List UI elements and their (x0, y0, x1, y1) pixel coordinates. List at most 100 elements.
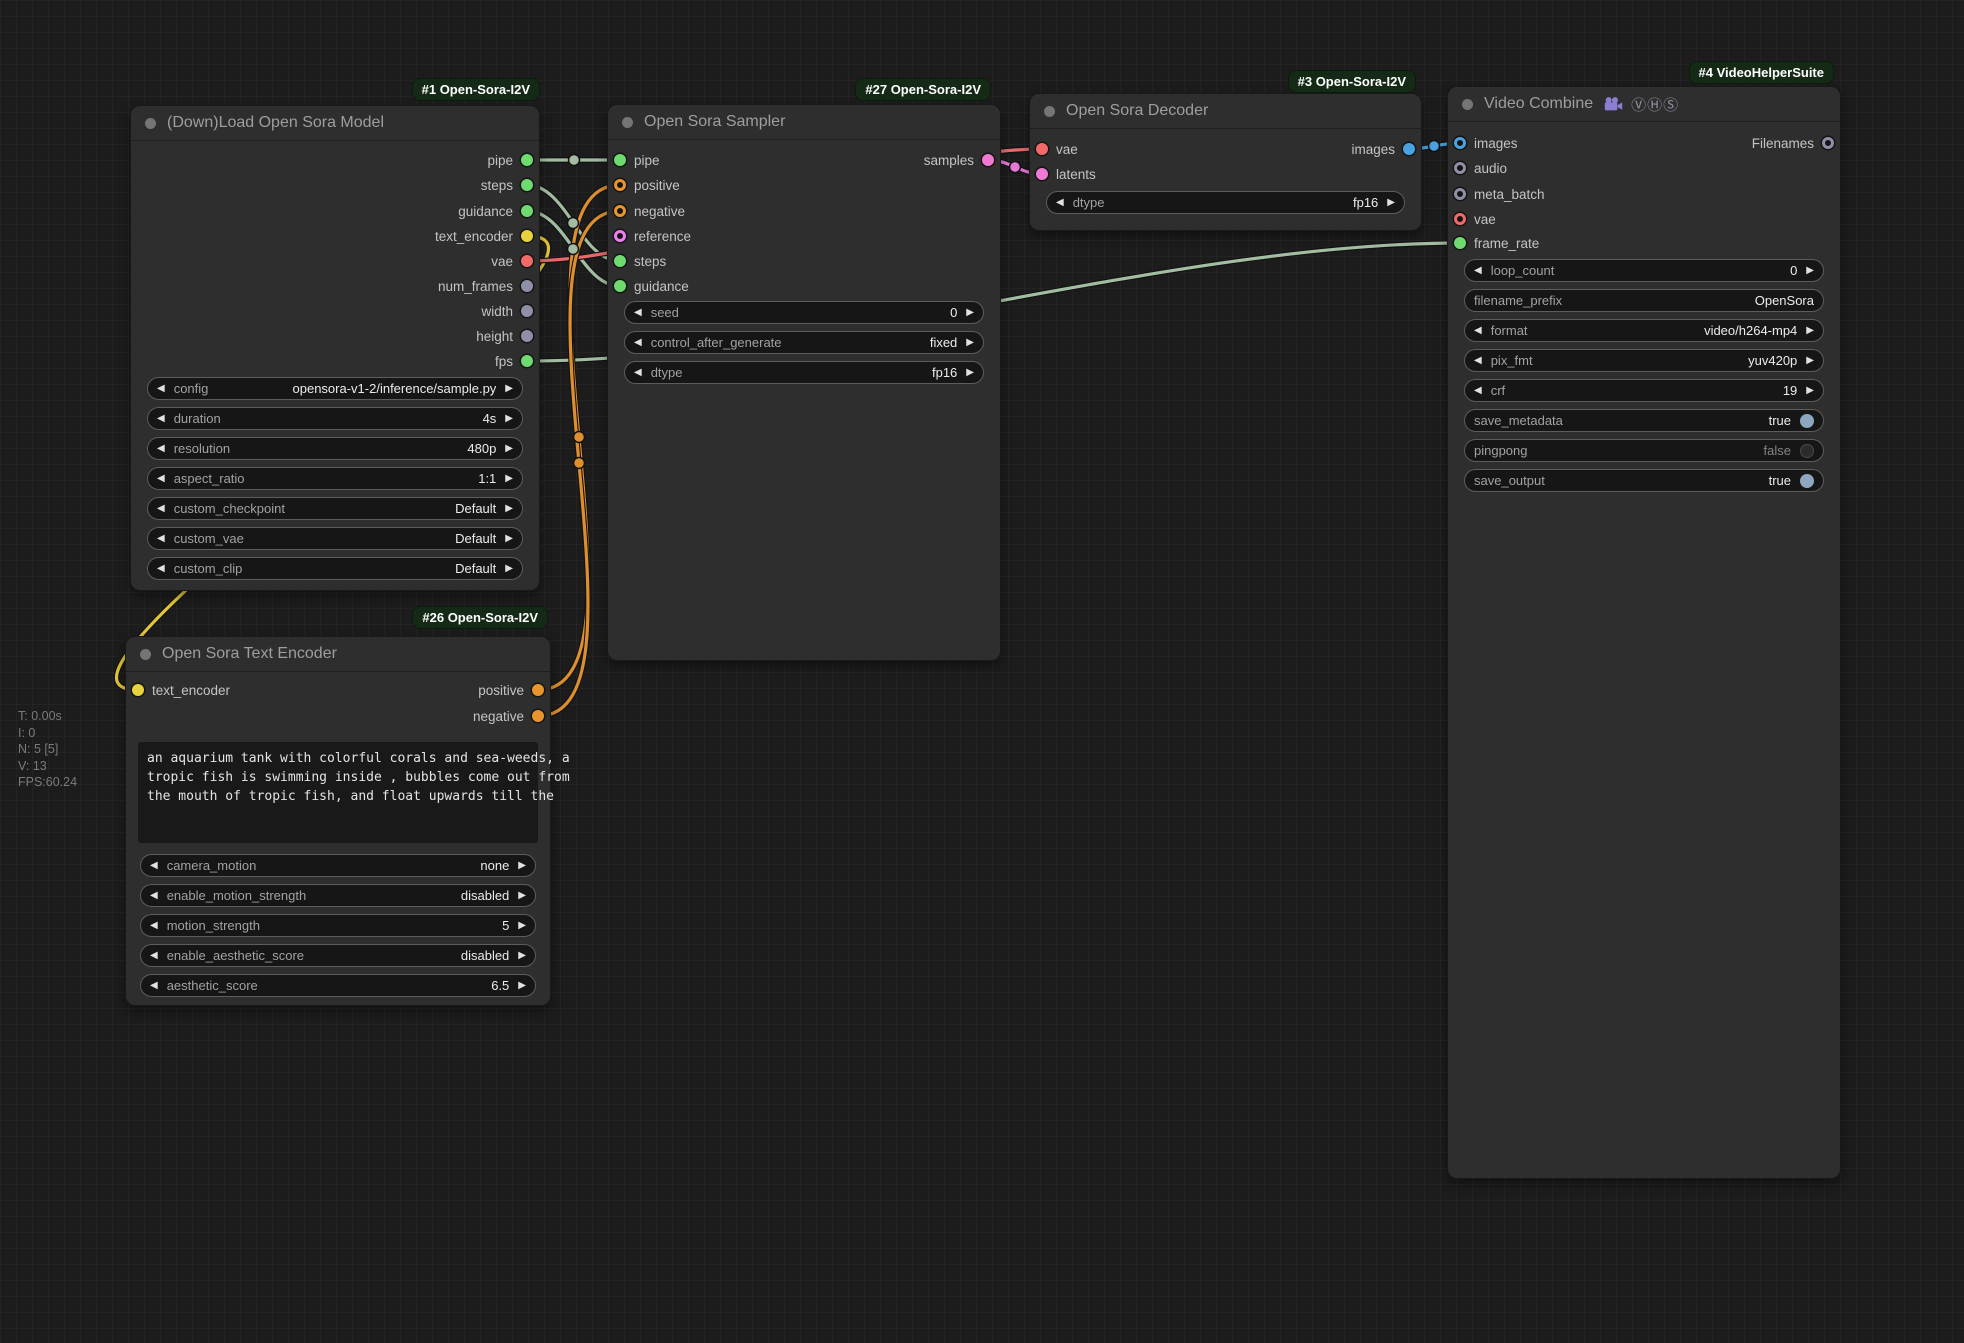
node-video-combine[interactable]: Video Combine ⓋⒽⓈ images audio meta_batc… (1448, 87, 1840, 1178)
step-left-icon[interactable]: ◀ (157, 382, 165, 394)
slot-dot-icon[interactable] (1822, 137, 1834, 149)
input-slot-guidance[interactable]: guidance (614, 274, 689, 298)
output-slot-num-frames[interactable]: num_frames (438, 274, 533, 298)
step-right-icon[interactable]: ▶ (1806, 354, 1814, 366)
input-slot-vae[interactable]: vae (1454, 207, 1496, 231)
step-left-icon[interactable]: ◀ (157, 442, 165, 454)
collapse-dot-icon[interactable] (140, 648, 151, 660)
output-slot-pipe[interactable]: pipe (487, 148, 533, 172)
slot-dot-icon[interactable] (1454, 137, 1466, 149)
step-left-icon[interactable]: ◀ (150, 949, 158, 961)
slot-dot-icon[interactable] (521, 205, 533, 217)
input-slot-reference[interactable]: reference (614, 224, 691, 248)
slot-dot-icon[interactable] (614, 255, 626, 267)
output-slot-steps[interactable]: steps (481, 173, 533, 197)
prompt-textarea[interactable]: an aquarium tank with colorful corals an… (138, 742, 570, 843)
slot-dot-icon[interactable] (1036, 168, 1048, 180)
toggle-icon[interactable] (1800, 413, 1814, 428)
slot-dot-icon[interactable] (521, 179, 533, 191)
slot-dot-icon[interactable] (1454, 237, 1466, 249)
step-left-icon[interactable]: ◀ (150, 859, 158, 871)
slot-dot-icon[interactable] (521, 280, 533, 292)
step-right-icon[interactable]: ▶ (518, 889, 526, 901)
node-open-sora-text-encoder[interactable]: Open Sora Text Encoder text_encoder posi… (126, 637, 570, 1005)
node-open-sora-sampler[interactable]: Open Sora Sampler pipe positive negative… (608, 105, 1000, 660)
step-right-icon[interactable]: ▶ (505, 412, 513, 424)
input-slot-steps[interactable]: steps (614, 249, 666, 273)
step-left-icon[interactable]: ◀ (157, 412, 165, 424)
slot-dot-icon[interactable] (1454, 162, 1466, 174)
output-slot-fps[interactable]: fps (495, 349, 533, 373)
input-slot-pipe[interactable]: pipe (614, 148, 660, 172)
slot-dot-icon[interactable] (521, 255, 533, 267)
output-slot-guidance[interactable]: guidance (458, 199, 533, 223)
input-slot-text-encoder[interactable]: text_encoder (132, 678, 230, 702)
step-left-icon[interactable]: ◀ (1056, 196, 1064, 208)
step-left-icon[interactable]: ◀ (150, 979, 158, 991)
step-right-icon[interactable]: ▶ (518, 919, 526, 931)
step-right-icon[interactable]: ▶ (505, 532, 513, 544)
output-slot-positive[interactable]: positive (478, 678, 544, 702)
slot-dot-icon[interactable] (614, 154, 626, 166)
input-slot-latents[interactable]: latents (1036, 162, 1096, 186)
step-right-icon[interactable]: ▶ (505, 382, 513, 394)
input-slot-frame-rate[interactable]: frame_rate (1454, 231, 1539, 255)
step-right-icon[interactable]: ▶ (505, 472, 513, 484)
slot-dot-icon[interactable] (132, 684, 144, 696)
output-slot-samples[interactable]: samples (924, 148, 994, 172)
collapse-dot-icon[interactable] (1462, 98, 1473, 110)
node-open-sora-decoder[interactable]: Open Sora Decoder vae latents images ◀dt… (1030, 94, 1421, 230)
slot-dot-icon[interactable] (1454, 213, 1466, 225)
step-left-icon[interactable]: ◀ (1474, 354, 1482, 366)
toggle-icon[interactable] (1800, 443, 1814, 458)
step-right-icon[interactable]: ▶ (966, 306, 974, 318)
output-slot-filenames[interactable]: Filenames (1752, 131, 1834, 155)
slot-dot-icon[interactable] (532, 684, 544, 696)
step-left-icon[interactable]: ◀ (150, 919, 158, 931)
step-right-icon[interactable]: ▶ (518, 979, 526, 991)
step-right-icon[interactable]: ▶ (1387, 196, 1395, 208)
step-right-icon[interactable]: ▶ (1806, 384, 1814, 396)
step-right-icon[interactable]: ▶ (518, 949, 526, 961)
input-slot-images[interactable]: images (1454, 131, 1518, 155)
slot-dot-icon[interactable] (1036, 143, 1048, 155)
slot-dot-icon[interactable] (1454, 188, 1466, 200)
step-left-icon[interactable]: ◀ (1474, 264, 1482, 276)
step-left-icon[interactable]: ◀ (634, 336, 642, 348)
output-slot-negative[interactable]: negative (473, 704, 544, 728)
slot-dot-icon[interactable] (614, 230, 626, 242)
output-slot-text-encoder[interactable]: text_encoder (435, 224, 533, 248)
slot-dot-icon[interactable] (521, 230, 533, 242)
slot-dot-icon[interactable] (521, 305, 533, 317)
step-left-icon[interactable]: ◀ (157, 502, 165, 514)
slot-dot-icon[interactable] (614, 205, 626, 217)
step-right-icon[interactable]: ▶ (518, 859, 526, 871)
slot-dot-icon[interactable] (521, 330, 533, 342)
output-slot-height[interactable]: height (476, 324, 533, 348)
collapse-dot-icon[interactable] (622, 116, 633, 128)
step-left-icon[interactable]: ◀ (1474, 324, 1482, 336)
step-right-icon[interactable]: ▶ (505, 502, 513, 514)
step-left-icon[interactable]: ◀ (157, 562, 165, 574)
output-slot-width[interactable]: width (481, 299, 533, 323)
